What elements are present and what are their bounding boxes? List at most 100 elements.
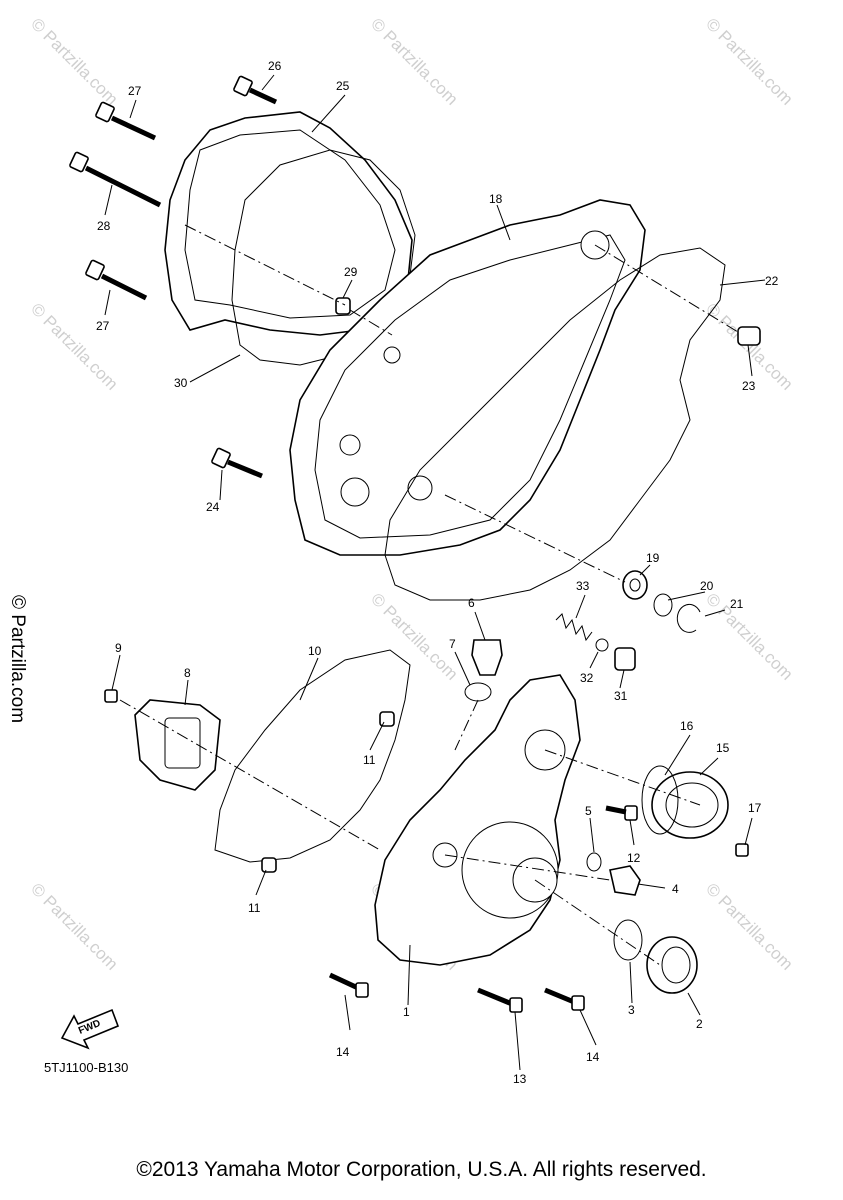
callout-2: 2	[696, 1017, 703, 1031]
callout-18: 18	[489, 192, 503, 206]
washer-20	[653, 593, 673, 617]
callout-20: 20	[700, 579, 714, 593]
fwd-arrow: FWD	[60, 1008, 120, 1050]
callout-11: 11	[248, 901, 261, 915]
bolt-14-left	[328, 972, 369, 998]
alignment-line	[119, 699, 381, 851]
callout-15: 15	[716, 741, 730, 755]
bolt-27-lower	[85, 259, 148, 301]
callout-8: 8	[184, 666, 191, 680]
bolt-13	[477, 987, 523, 1013]
gasket-10	[214, 649, 411, 863]
crankcase-cover-18	[289, 199, 646, 556]
bolt-28	[69, 151, 162, 208]
diagram-code: 5TJ1100-B130	[44, 1060, 128, 1075]
ball-32	[595, 638, 609, 652]
callouts: 1 2 3 4 5 6 7 8 9 10 11 11 12 13 14 14 1…	[96, 59, 779, 1086]
circlip-21	[676, 603, 701, 633]
callout-23: 23	[742, 379, 756, 393]
o-ring-5	[586, 852, 602, 872]
dowel-pin-29	[335, 297, 351, 315]
callout-13: 13	[513, 1072, 527, 1086]
clutch-cover-25-inner	[184, 129, 396, 319]
watermark: © Partzilla.com	[367, 14, 461, 108]
alignment-line	[349, 309, 393, 336]
bolt-27-upper	[95, 101, 157, 141]
callout-27: 27	[128, 84, 142, 98]
callout-12: 12	[627, 851, 641, 865]
callout-5: 5	[585, 804, 592, 818]
generator-cover-1	[374, 674, 581, 966]
alignment-line	[444, 494, 626, 583]
collar-23	[737, 326, 761, 346]
bolt-12-shank	[605, 805, 627, 815]
callout-21: 21	[730, 597, 744, 611]
watermark: © Partzilla.com	[702, 14, 796, 108]
callout-6: 6	[468, 596, 475, 610]
plate-8-slot	[164, 717, 201, 769]
bolt-26	[233, 75, 278, 105]
screw-9	[104, 689, 118, 703]
callout-30: 30	[174, 376, 188, 390]
watermark: © Partzilla.com	[27, 14, 121, 108]
crankcase-boss	[383, 346, 401, 364]
crankcase-boss	[339, 434, 361, 456]
spring-33	[555, 613, 593, 642]
callout-26: 26	[268, 59, 282, 73]
watermark: © Partzilla.com	[27, 299, 121, 393]
clutch-cover-25	[164, 111, 413, 336]
plug-2-inner	[661, 946, 691, 984]
bolt-17	[735, 843, 749, 857]
callout-1: 1	[403, 1005, 410, 1019]
callout-25: 25	[336, 79, 350, 93]
crankcase-boss	[340, 477, 370, 507]
callout-31: 31	[614, 689, 628, 703]
o-ring-7	[464, 682, 492, 702]
copyright-notice: ©2013 Yamaha Motor Corporation, U.S.A. A…	[136, 1158, 707, 1181]
o-ring-16	[641, 765, 679, 835]
callout-11: 11	[363, 753, 376, 767]
callout-33: 33	[576, 579, 590, 593]
watermark: © Partzilla.com	[27, 879, 121, 973]
crankcase-boss	[407, 475, 433, 501]
callout-24: 24	[206, 500, 220, 514]
dowel-pin-11	[379, 711, 395, 727]
callout-16: 16	[680, 719, 694, 733]
gasket-22	[384, 247, 726, 601]
dowel-pin-11	[261, 857, 277, 873]
alignment-line	[454, 699, 479, 751]
watermark: © Partzilla.com	[367, 589, 461, 683]
watermark: © Partzilla.com	[702, 589, 796, 683]
leader-lines	[104, 74, 766, 1071]
cap-15-inner	[665, 782, 719, 828]
callout-19: 19	[646, 551, 660, 565]
plug-4	[609, 865, 641, 896]
alignment-line	[594, 244, 739, 333]
callout-3: 3	[628, 1003, 635, 1017]
callout-22: 22	[765, 274, 779, 288]
callout-14: 14	[336, 1045, 350, 1059]
callout-10: 10	[308, 644, 322, 658]
callout-29: 29	[344, 265, 358, 279]
callout-9: 9	[115, 641, 122, 655]
callout-32: 32	[580, 671, 594, 685]
callout-4: 4	[672, 882, 679, 896]
alignment-line	[544, 749, 701, 806]
callout-14: 14	[586, 1050, 600, 1064]
plug-31	[614, 647, 636, 671]
bolt-14-right	[544, 987, 585, 1011]
alignment-line	[534, 879, 661, 966]
alignment-line	[444, 854, 611, 881]
bolt-12	[624, 805, 638, 821]
callout-17: 17	[748, 801, 762, 815]
oil-filler-plug-6	[471, 639, 503, 676]
callout-27: 27	[96, 319, 110, 333]
callout-28: 28	[97, 219, 111, 233]
bolt-24	[211, 447, 263, 479]
oil-seal-19-inner	[629, 578, 641, 592]
alignment-line	[184, 224, 346, 306]
o-ring-3	[613, 919, 643, 961]
vertical-watermark: © Partzilla.com	[7, 595, 28, 724]
crankcase-cover-18-inner	[314, 234, 626, 539]
